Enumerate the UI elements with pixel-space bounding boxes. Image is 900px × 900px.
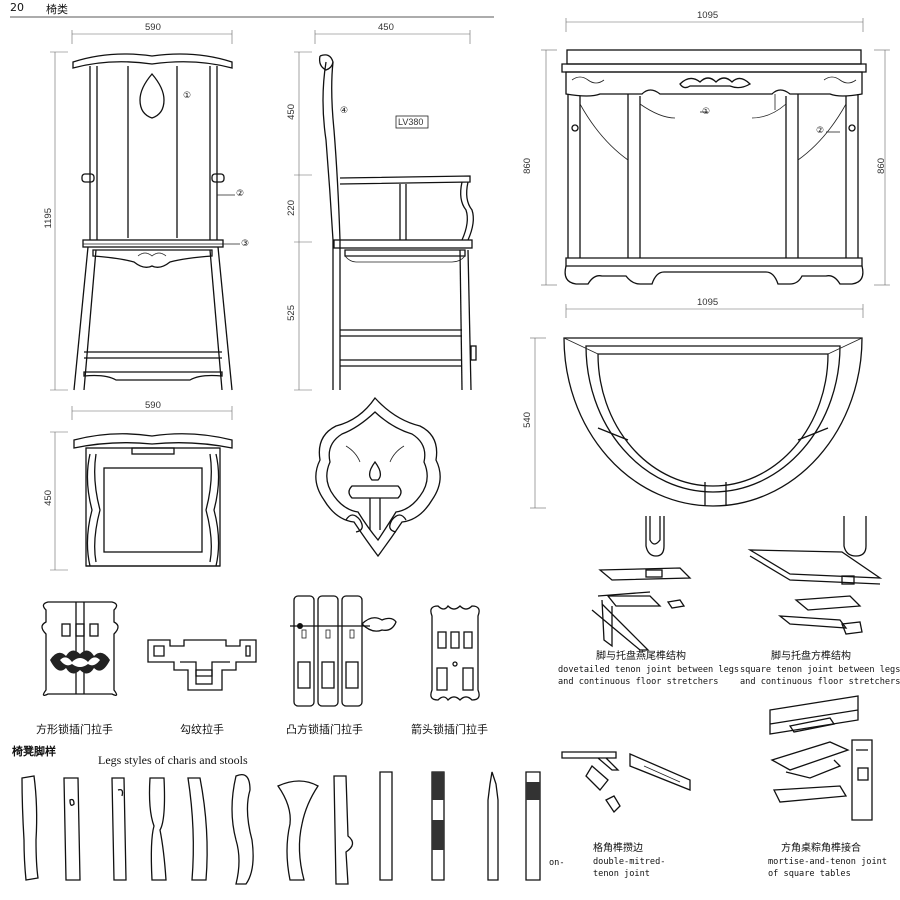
handle-label-3: 凸方锁插门拉手 bbox=[286, 723, 363, 736]
table-plan-depth-dim: 540 bbox=[522, 412, 533, 428]
chair-front-view bbox=[50, 30, 240, 391]
joint-dovetailed-legs bbox=[591, 516, 692, 651]
joint-2-en-line1: square tenon joint between legs bbox=[740, 665, 900, 675]
chair-side-middle-dim: 220 bbox=[286, 200, 297, 216]
chair-front-width-dim: 590 bbox=[145, 22, 161, 33]
legs-title-en: Legs styles of charis and stools bbox=[98, 753, 248, 767]
handle-convex-square-lock bbox=[290, 595, 397, 707]
handle-label-2: 勾纹拉手 bbox=[180, 723, 224, 736]
legs-fragment-text: on- bbox=[549, 858, 565, 868]
chair-callout-1: ① bbox=[183, 91, 192, 101]
legs-title-cn: 椅凳脚样 bbox=[12, 745, 56, 758]
table-front-view bbox=[541, 18, 890, 286]
chair-side-view bbox=[294, 30, 477, 391]
joint-3-en-line2: tenon joint bbox=[593, 869, 650, 879]
joint-4-cn: 方角桌粽角榫接合 bbox=[781, 843, 861, 854]
chair-callout-4: ④ bbox=[340, 106, 349, 116]
chair-top-depth-dim: 450 bbox=[43, 490, 54, 506]
joint-1-cn: 脚与托盘燕尾榫结构 bbox=[596, 651, 686, 662]
chair-side-width-dim: 450 bbox=[378, 22, 394, 33]
table-front-height-left: 860 bbox=[522, 158, 533, 174]
chair-top-view bbox=[50, 406, 233, 571]
table-plan-view bbox=[530, 304, 864, 509]
joint-square-tenon-legs bbox=[747, 516, 883, 635]
joint-1-en-line2: and continuous floor stretchers bbox=[558, 677, 719, 687]
chair-front-height-dim: 1195 bbox=[43, 208, 54, 229]
joint-4-en-line2: of square tables bbox=[768, 869, 851, 879]
handle-square-lock bbox=[41, 601, 119, 696]
joint-4-en-line1: mortise-and-tenon joint bbox=[768, 857, 887, 867]
joint-2-cn: 脚与托盘方榫结构 bbox=[771, 651, 851, 662]
joint-square-table-corner bbox=[769, 695, 873, 821]
joint-double-mitred bbox=[561, 751, 691, 814]
section-title: 椅类 bbox=[46, 3, 68, 16]
leg-style-row bbox=[21, 771, 541, 885]
chair-callout-2: ② bbox=[236, 189, 245, 199]
table-plan-width-dim: 1095 bbox=[697, 297, 719, 308]
chair-side-tag: LV380 bbox=[398, 117, 424, 127]
chair-top-width-dim: 590 bbox=[145, 400, 161, 411]
splat-ornament-detail bbox=[315, 396, 441, 558]
chair-side-upper-dim: 450 bbox=[286, 104, 297, 120]
chair-callout-3: ③ bbox=[241, 239, 250, 249]
joint-3-cn: 格角榫攒边 bbox=[593, 843, 643, 854]
handle-arrowhead-lock bbox=[430, 604, 480, 702]
joint-2-en-line2: and continuous floor stretchers bbox=[740, 677, 900, 687]
handle-label-1: 方形锁插门拉手 bbox=[36, 723, 113, 736]
joint-3-en-line1: double-mitred- bbox=[593, 857, 666, 867]
handle-hook-pattern bbox=[147, 639, 257, 691]
table-front-width-dim: 1095 bbox=[697, 10, 719, 21]
chair-side-lower-dim: 525 bbox=[286, 305, 297, 321]
table-callout-2: ② bbox=[816, 126, 825, 136]
joint-1-en-line1: dovetailed tenon joint between legs bbox=[558, 665, 740, 675]
page-number: 20 bbox=[10, 1, 24, 14]
handle-label-4: 箭头锁插门拉手 bbox=[411, 723, 488, 736]
table-callout-1: ① bbox=[702, 107, 711, 117]
table-front-height-right: 860 bbox=[876, 158, 887, 174]
